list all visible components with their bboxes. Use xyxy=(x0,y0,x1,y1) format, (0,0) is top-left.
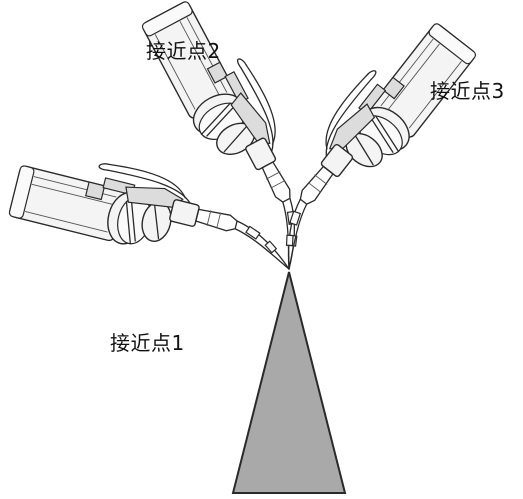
approach-point-2-label: 接近点2 xyxy=(146,39,221,63)
approach-point-1-label: 接近点1 xyxy=(110,331,185,355)
cone-workpiece xyxy=(231,271,347,494)
approach-point-3-label: 接近点3 xyxy=(430,79,505,103)
welding-torch-icon-3 xyxy=(241,6,478,280)
